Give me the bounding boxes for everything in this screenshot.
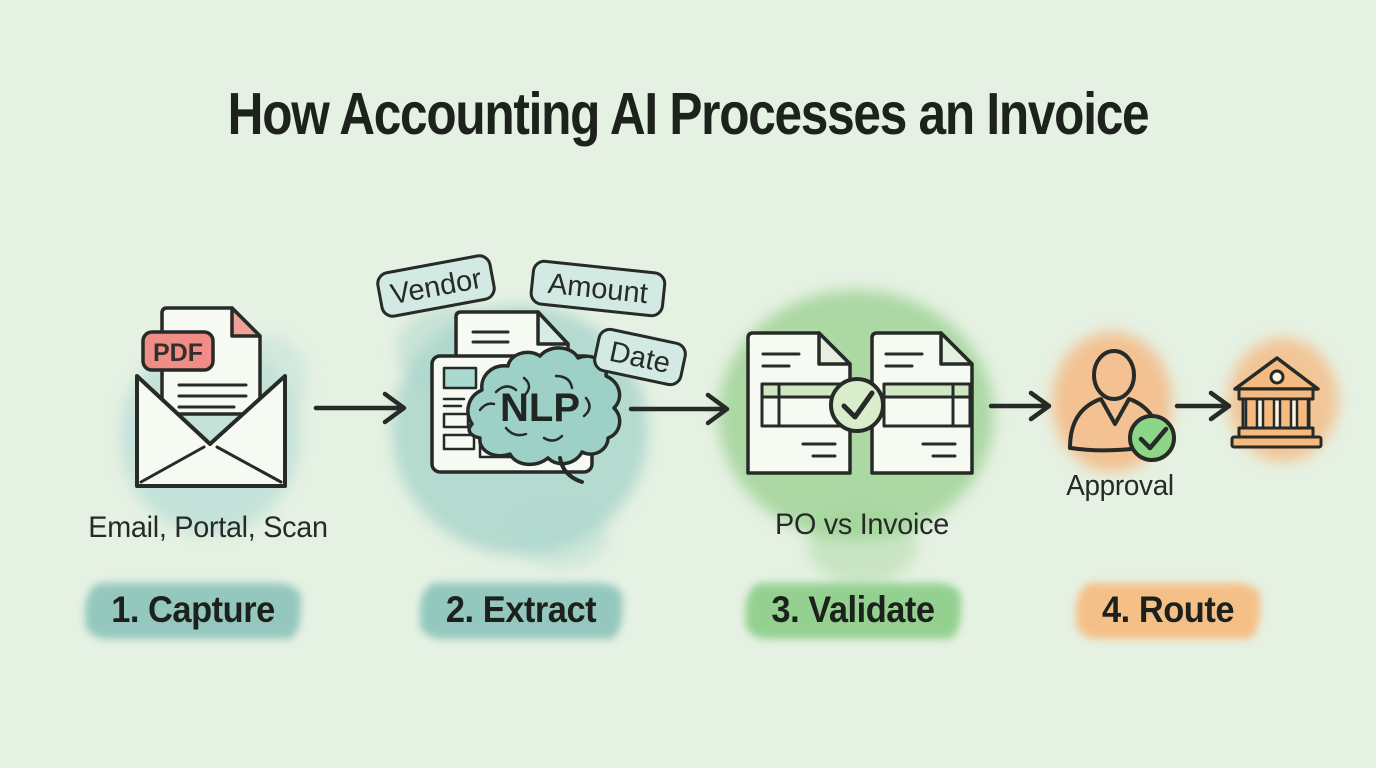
arrow-extract-to-validate [628,392,730,426]
tag-vendor: Vendor [376,254,496,318]
flow-arrows [313,390,1232,426]
step-label-route: 4. Route [1075,581,1261,639]
arrow-validate-to-approval [988,390,1052,422]
approval-check-icon [1138,426,1169,451]
capture-highlight [85,583,301,639]
step-label-extract: 2. Extract [419,581,623,639]
approver-and-bank-icon [1068,349,1323,462]
match-check-icon [841,390,875,420]
pdf-badge-label: PDF [153,339,203,367]
matched-documents-check-icon [746,331,974,475]
extract-highlight [419,583,623,639]
envelope-pocket [135,374,287,488]
validate-highlight [745,583,961,639]
step-label-validate: 3. Validate [745,581,961,639]
approval-check-circle [1128,414,1176,462]
document-fold-corner [230,306,262,338]
person-head [1092,349,1136,401]
arrow-capture-to-extract [313,391,407,425]
pdf-badge [141,330,215,372]
match-check-circle [829,377,885,433]
tag-date: Date [593,327,687,387]
approval-caption: Approval [1066,470,1174,502]
route-highlight [1075,583,1261,639]
brain-stem [558,456,584,484]
bank-icon [1230,356,1323,449]
tag-amount: Amount [529,259,667,318]
step-label-capture: 1. Capture [85,581,301,639]
page-title: How Accounting AI Processes an Invoice [227,81,1150,147]
validate-caption: PO vs Invoice [775,508,949,541]
arrow-approval-to-bank [1174,390,1232,422]
nlp-label: NLP [500,386,580,430]
envelope-pdf-icon: PDF [135,306,287,488]
nlp-brain [466,346,622,467]
document-nlp-brain-icon: NLP Vendor Amount Date [376,254,687,484]
capture-caption: Email, Portal, Scan [88,511,328,544]
